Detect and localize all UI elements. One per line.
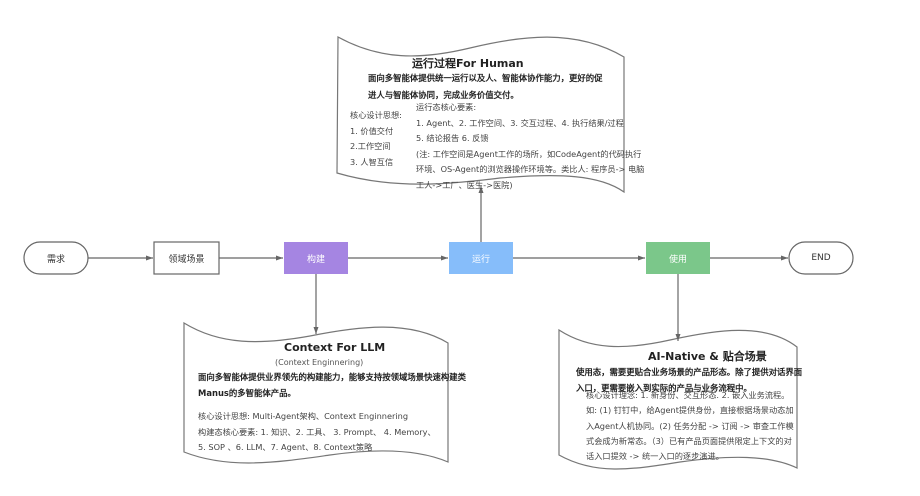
run-doc-element: 工人->工厂、医生->医院) xyxy=(416,179,513,190)
use-doc-detail: 核心设计理念: 1. 新身份、交互形态. 2. 嵌入业务流程。 xyxy=(586,390,790,400)
run-doc-intro-2: 进人与智能体协同，完成业务价值交付。 xyxy=(368,90,519,100)
use-doc-intro-2: 入口，更需要嵌入到实际的产品与业务流程中。 xyxy=(576,383,752,393)
end-terminal[interactable] xyxy=(788,241,854,275)
use-doc-title: AI-Native & 贴合场景 xyxy=(648,350,767,363)
use-doc-detail: 话入口提效 -> 统一入口的逐步演进。 xyxy=(586,451,724,462)
run-doc-element: 5. 结论报告 6. 反馈 xyxy=(416,133,489,143)
run-doc-design-idea: 3. 人智互信 xyxy=(350,156,394,167)
build-document-shape xyxy=(183,321,449,464)
build-doc-detail: 核心设计思想: Multi-Agent架构、Context Enginnerin… xyxy=(198,411,409,421)
run-doc-design-idea: 核心设计思想: xyxy=(350,110,402,120)
run-doc-design-ideas: 核心设计思想: 1. 价值交付 2.工作空间 3. 人智互信 xyxy=(350,108,402,170)
use-doc-detail: 如: (1) 钉钉中，给Agent提供身份，直接根据场景动态加 xyxy=(586,405,794,416)
end-label: END xyxy=(811,253,831,263)
run-doc-element: (注: 工作空间是Agent工作的场所，如CodeAgent的代码执行 xyxy=(416,148,642,159)
run-doc-elements: 运行态核心要素: 1. Agent、2. 工作空间、3. 交互过程、4. 执行结… xyxy=(416,100,644,193)
build-doc-intro-2: Manus的多智能体产品。 xyxy=(198,388,296,398)
build-doc-details: 核心设计思想: Multi-Agent架构、Context Enginnerin… xyxy=(198,409,436,456)
domain-scene-label: 领域场景 xyxy=(168,254,205,265)
build-doc-detail: 5. SOP 、6. LLM、7. Agent、8. Context策略 xyxy=(198,442,373,452)
build-doc-subtitle: (Context Enginnering) xyxy=(275,358,364,367)
build-doc-intro-1: 面向多智能体提供业界领先的构建能力，能够支持按领域场景快速构建类 xyxy=(198,372,466,382)
build-node[interactable] xyxy=(284,242,348,274)
build-label: 构建 xyxy=(306,254,325,265)
run-label: 运行 xyxy=(471,254,490,265)
run-document-shape xyxy=(336,35,625,194)
run-node[interactable] xyxy=(449,242,513,274)
use-doc-detail: 入Agent人机协同。(2) 任务分配 -> 订阅 -> 审查工作模 xyxy=(586,420,794,431)
start-label: 需求 xyxy=(46,254,65,265)
run-doc-title: 运行过程For Human xyxy=(412,57,524,70)
use-node[interactable] xyxy=(646,242,710,274)
build-doc-detail: 构建态核心要素: 1. 知识、2. 工具、 3. Prompt、 4. Memo… xyxy=(198,426,436,437)
use-doc-details: 核心设计理念: 1. 新身份、交互形态. 2. 嵌入业务流程。 如: (1) 钉… xyxy=(586,388,794,464)
start-terminal[interactable] xyxy=(23,241,89,275)
run-doc-element: 1. Agent、2. 工作空间、3. 交互过程、4. 执行结果/过程 xyxy=(416,117,624,128)
run-doc-intro-1: 面向多智能体提供统一运行以及人、智能体协作能力，更好的促 xyxy=(368,73,603,83)
run-doc-design-idea: 1. 价值交付 xyxy=(350,125,394,136)
use-doc-detail: 式会成为新常态。（3）已有产品页面提供限定上下文的对 xyxy=(586,435,792,446)
use-doc-intro-1: 使用态，需要更贴合业务场景的产品形态。除了提供对话界面 xyxy=(576,367,803,377)
domain-scene-node[interactable] xyxy=(153,241,220,275)
use-document-shape xyxy=(558,328,798,470)
run-doc-element: 环境、OS-Agent的浏览器操作环境等。类比人: 程序员-> 电脑 xyxy=(416,164,645,174)
build-doc-title: Context For LLM xyxy=(284,341,386,354)
run-doc-design-idea: 2.工作空间 xyxy=(350,141,391,151)
use-label: 使用 xyxy=(668,254,687,265)
run-doc-element: 运行态核心要素: xyxy=(416,102,477,112)
